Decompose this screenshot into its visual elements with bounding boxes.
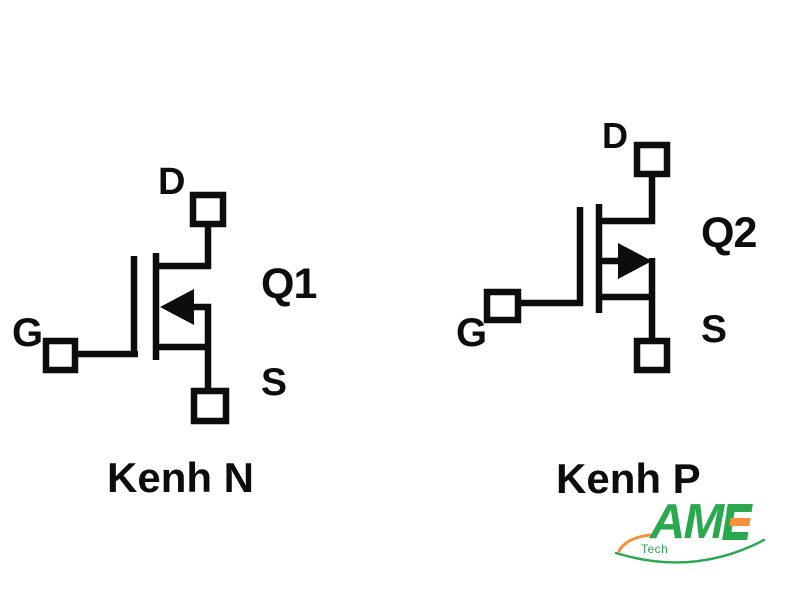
logo-orange-swoosh-icon [617,533,652,553]
logo-brand-text: AM [650,495,724,549]
mosfet-symbol-q2 [483,141,671,374]
logo-green-swoosh-icon [614,538,766,564]
q2-arrow-right-icon [618,243,652,279]
ame-logo: AM [650,495,754,549]
q2-source-terminal-label: S [701,308,728,351]
q2-designator-label: Q2 [701,209,757,257]
q2-gate-pad [483,288,522,324]
q1-drain-terminal-label: D [158,161,186,203]
q2-channel-caption: Kenh P [556,455,701,502]
q1-drain-pad [189,191,227,228]
logo-e-middle-bar [729,518,751,526]
q1-channel-caption: Kenh N [107,454,254,501]
logo-e-bottom-bar [722,532,749,540]
q1-arrow-left-icon [160,289,194,325]
q2-source-pad [633,337,671,374]
q1-gate-pad [42,337,79,374]
logo-sub-text: Tech [641,542,669,556]
q2-drain-pad [633,141,671,178]
q1-gate-terminal-label: G [12,311,44,355]
logo-e-top-bar [726,504,754,512]
mosfet-symbol-q1 [42,191,230,425]
q1-designator-label: Q1 [261,260,317,308]
q2-gate-terminal-label: G [456,311,488,355]
logo-letter-e-icon [722,504,754,540]
q2-drain-terminal-label: D [602,115,628,156]
q1-source-terminal-label: S [261,361,288,404]
q1-source-pad [190,387,230,425]
